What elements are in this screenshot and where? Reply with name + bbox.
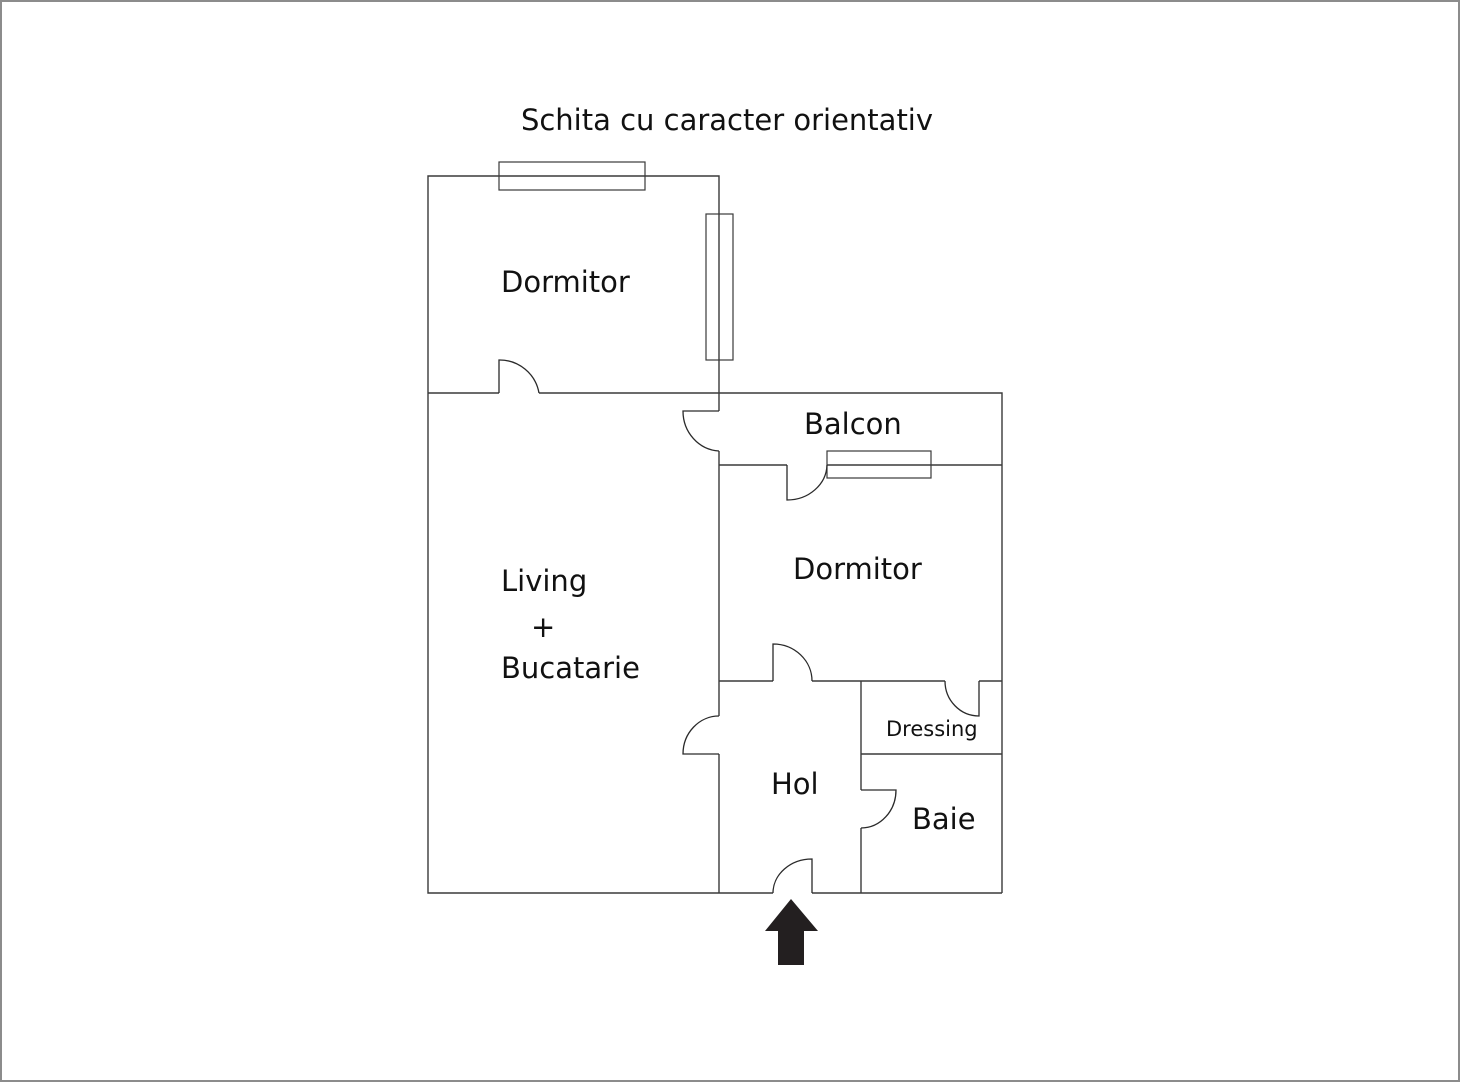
plan-title: Schita cu caracter orientativ [521,103,933,137]
room-label-bedroom-1: Dormitor [501,265,630,299]
door-balcony [682,410,720,452]
door-entrance [772,858,813,894]
wall-balcony-top [719,392,1003,893]
door-bedroom1 [498,359,540,394]
room-label-bathroom: Baie [912,802,976,836]
door-bathroom [860,789,897,829]
room-label-plus: + [531,610,555,644]
window-bedroom2-balcony [826,450,932,479]
doors [498,359,980,894]
window-bedroom1-right [705,213,734,361]
window-bedroom1-top [498,161,646,191]
door-bedroom2-hall [772,643,813,682]
walls [427,175,1003,894]
room-label-kitchen: Bucatarie [501,651,640,685]
windows [498,161,932,479]
room-label-bedroom-2: Dormitor [793,552,922,586]
door-bedroom2-balcony [786,464,828,501]
room-labels: Dormitor Balcon Dormitor Living + Bucata… [501,265,978,836]
door-dressing [944,680,980,717]
door-living-hall [682,715,720,755]
wall-living-left [427,393,719,894]
wall-bedroom1-outline [427,175,720,411]
room-label-balcony: Balcon [804,407,902,441]
room-label-living: Living [501,564,587,598]
room-label-dressing: Dressing [886,717,978,741]
room-label-hall: Hol [771,767,819,801]
entrance-arrow-up-icon [765,899,818,965]
